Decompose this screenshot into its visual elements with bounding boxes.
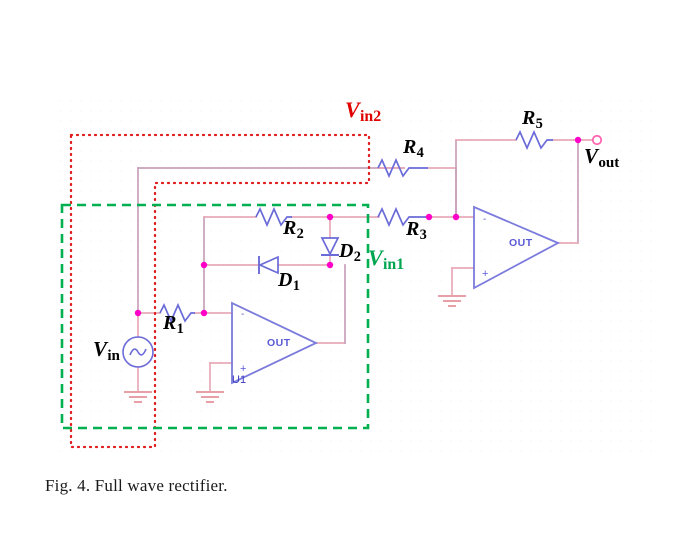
junction-vin-node <box>134 309 142 317</box>
resistor-r4-symbol <box>377 157 428 179</box>
label-r1: R1 <box>163 312 184 338</box>
opamp-u1-refdes: U1 <box>232 374 247 386</box>
junction-r2-r3 <box>326 213 334 221</box>
label-r5: R5 <box>522 107 543 133</box>
annotation-box-vin2 <box>69 133 371 449</box>
label-d2: D2 <box>339 240 361 266</box>
resistor-r5-symbol <box>515 129 553 151</box>
opamp-u2-symbol: - + <box>473 205 561 290</box>
terminal-vout <box>591 134 603 146</box>
label-r3: R3 <box>406 218 427 244</box>
label-r2: R2 <box>283 217 304 243</box>
ground-symbols <box>124 295 466 403</box>
svg-text:+: + <box>240 363 246 375</box>
label-vin1: Vin1 <box>368 245 405 274</box>
svg-text:-: - <box>483 214 486 225</box>
junction-vout <box>574 136 582 144</box>
junction-r3-right <box>425 213 433 221</box>
label-vout: Vout <box>584 144 620 172</box>
svg-text:-: - <box>241 309 244 320</box>
opamp-u2-out-pin-label: OUT <box>509 237 533 249</box>
resistor-symbols <box>159 129 553 324</box>
junction-d2-bottom <box>326 261 334 269</box>
svg-text:+: + <box>482 268 488 280</box>
junction-dots <box>134 136 582 317</box>
ground-u2 <box>438 295 466 307</box>
label-vin: Vin <box>93 337 120 365</box>
resistor-r1-symbol <box>159 302 195 324</box>
opamp-u1-out-pin-label: OUT <box>267 337 291 349</box>
resistor-r3-symbol <box>377 206 428 228</box>
label-vin2: Vin2 <box>345 97 382 126</box>
opamp-u1-symbol: - + <box>231 301 319 385</box>
diode-symbols <box>257 237 340 275</box>
figure-caption: Fig. 4. Full wave rectifier. <box>45 476 228 495</box>
diode-d2-symbol <box>320 237 340 256</box>
annotation-box-vin1 <box>60 203 370 430</box>
ac-source-vin-symbol <box>122 336 154 368</box>
ground-vin <box>124 391 152 403</box>
junction-d1-left <box>200 261 208 269</box>
junction-r4-r3 <box>452 213 460 221</box>
label-d1: D1 <box>278 269 300 295</box>
diode-d1-symbol <box>257 255 279 275</box>
label-r4: R4 <box>403 136 424 162</box>
schematic-grid <box>55 95 655 455</box>
junction-u1-inv <box>200 309 208 317</box>
resistor-r2-symbol <box>255 206 292 228</box>
ground-u1 <box>196 391 224 403</box>
